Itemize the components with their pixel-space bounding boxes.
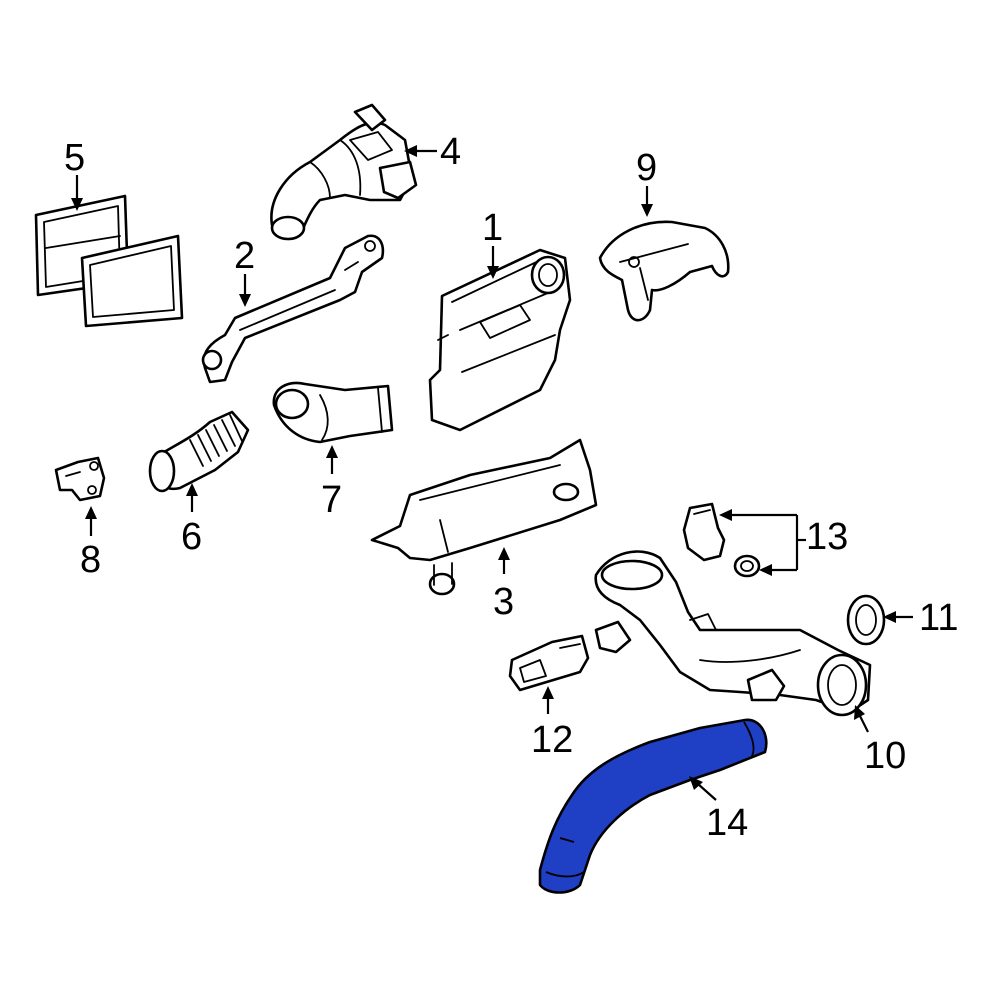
callout-label-14: 14 bbox=[706, 802, 748, 844]
part-7-air-duct[interactable] bbox=[272, 381, 394, 444]
part-14-air-hose[interactable] bbox=[538, 718, 768, 894]
callout-label-7: 7 bbox=[321, 479, 342, 521]
part-6-corrugated-hose[interactable] bbox=[148, 410, 250, 493]
part-2-bracket[interactable] bbox=[201, 234, 385, 384]
callout-label-4: 4 bbox=[440, 131, 461, 173]
part-3-lower-airbox[interactable] bbox=[370, 438, 598, 596]
callout-14: 14 bbox=[689, 776, 748, 844]
callout-label-5: 5 bbox=[64, 137, 85, 179]
callout-2: 2 bbox=[234, 235, 255, 307]
callout-1: 1 bbox=[482, 207, 503, 279]
callout-label-10: 10 bbox=[864, 735, 906, 777]
callout-label-9: 9 bbox=[636, 147, 657, 189]
callout-label-3: 3 bbox=[493, 581, 514, 623]
callout-label-13: 13 bbox=[806, 516, 848, 558]
part-5-air-filter[interactable] bbox=[34, 194, 184, 328]
part-14-body[interactable] bbox=[538, 718, 768, 894]
callout-label-12: 12 bbox=[531, 719, 573, 761]
part-13-sensor[interactable] bbox=[682, 502, 761, 578]
callout-7: 7 bbox=[321, 445, 342, 521]
callout-3: 3 bbox=[493, 547, 514, 623]
callout-4: 4 bbox=[404, 131, 461, 173]
part-11-clamp-ring[interactable] bbox=[846, 594, 886, 646]
part-4-intake-housing[interactable] bbox=[270, 103, 418, 241]
callout-label-1: 1 bbox=[482, 207, 503, 249]
callout-8: 8 bbox=[80, 506, 101, 581]
part-8-sensor-bracket[interactable] bbox=[54, 456, 106, 502]
callout-label-6: 6 bbox=[181, 516, 202, 558]
callout-5: 5 bbox=[64, 137, 85, 211]
callout-label-11: 11 bbox=[919, 597, 958, 639]
callout-10: 10 bbox=[854, 705, 906, 777]
part-1-air-cleaner-box[interactable] bbox=[428, 248, 572, 432]
callout-label-8: 8 bbox=[80, 539, 101, 581]
callout-9: 9 bbox=[636, 147, 657, 217]
part-10-intake-pipe[interactable] bbox=[594, 550, 872, 717]
callout-13: 13 bbox=[719, 509, 848, 576]
callout-6: 6 bbox=[181, 483, 202, 558]
part-9-heat-shield[interactable] bbox=[598, 220, 730, 322]
callout-11: 11 bbox=[883, 597, 958, 639]
callout-12: 12 bbox=[531, 686, 573, 761]
callout-label-2: 2 bbox=[234, 235, 255, 277]
part-12-maf-sensor[interactable] bbox=[508, 634, 590, 692]
